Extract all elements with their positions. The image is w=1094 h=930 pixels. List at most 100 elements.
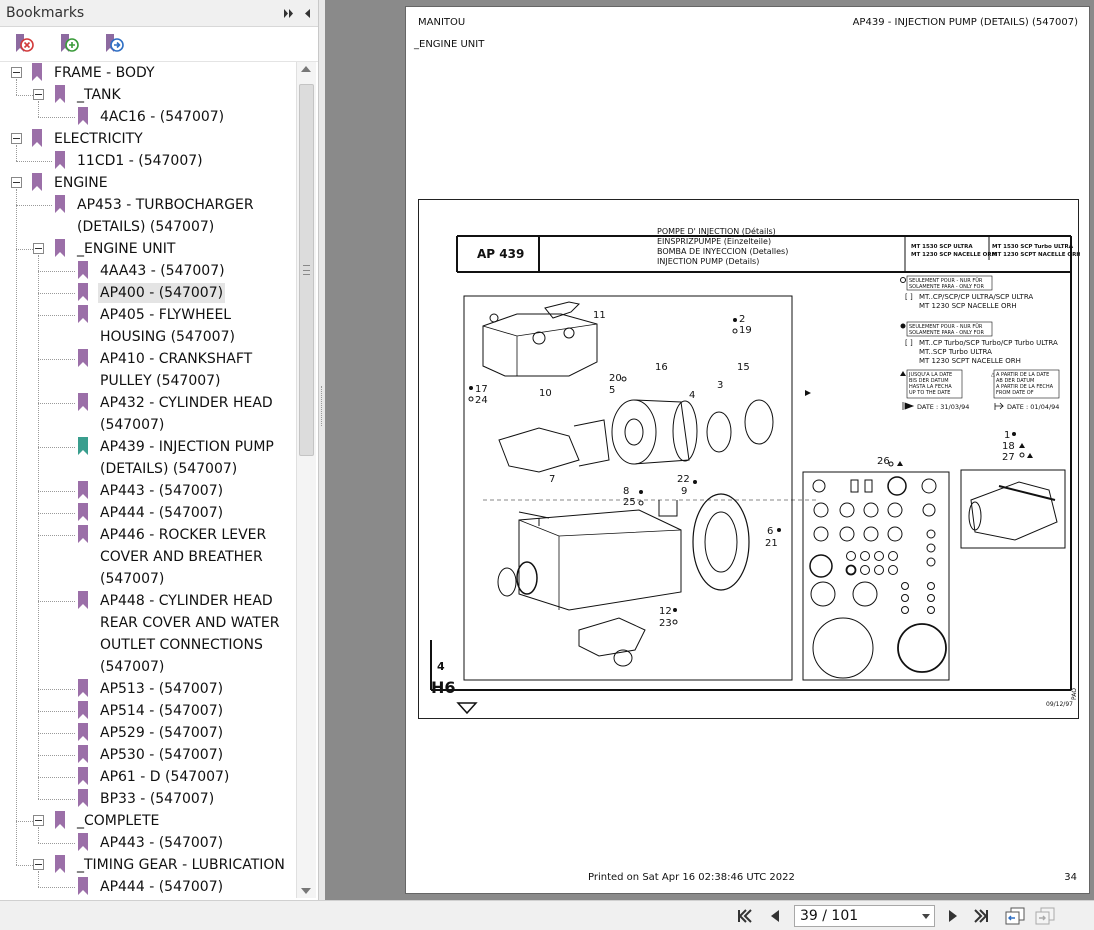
- bookmark-folder[interactable]: _TIMING GEAR - LUBRICATION: [0, 854, 296, 876]
- bookmark-item[interactable]: AP432 - CYLINDER HEAD(547007): [0, 392, 296, 436]
- svg-text:A PARTIR DE LA DATE: A PARTIR DE LA DATE: [996, 372, 1049, 378]
- bookmark-item[interactable]: AP513 - (547007): [0, 678, 296, 700]
- collapse-toggle-icon[interactable]: [11, 67, 22, 78]
- add-bookmark-icon[interactable]: [57, 32, 81, 56]
- scroll-up-icon[interactable]: [301, 66, 311, 72]
- bookmark-item[interactable]: BP33 - (547007): [0, 788, 296, 810]
- last-page-icon[interactable]: [972, 908, 990, 924]
- bookmark-label: (DETAILS) (547007): [100, 461, 238, 477]
- chevron-down-icon[interactable]: [922, 914, 930, 919]
- bookmark-item[interactable]: 4AA43 - (547007): [0, 260, 296, 282]
- svg-text:JUSQU'A LA DATE: JUSQU'A LA DATE: [908, 372, 952, 378]
- bookmark-icon: [78, 833, 88, 851]
- bookmark-folder[interactable]: ELECTRICITY: [0, 128, 296, 150]
- bookmark-label: AP444 - (547007): [100, 505, 224, 521]
- bookmark-item[interactable]: 4AC16 - (547007): [0, 106, 296, 128]
- bookmark-item[interactable]: AP400 - (547007): [0, 282, 296, 304]
- svg-text:BOMBA DE INYECCION (Detalles): BOMBA DE INYECCION (Detalles): [657, 247, 788, 256]
- bookmark-label: OUTLET CONNECTIONS: [100, 637, 263, 653]
- bookmark-icon: [55, 151, 65, 169]
- bookmark-icon: [78, 525, 88, 543]
- callout-number: 15: [737, 362, 750, 373]
- print-date: 09/12/97: [1046, 701, 1073, 708]
- bookmark-folder[interactable]: FRAME - BODY: [0, 62, 296, 84]
- bookmark-label: AP529 - (547007): [100, 725, 224, 741]
- collapse-toggle-icon[interactable]: [33, 815, 44, 826]
- bookmark-label: AP439 - INJECTION PUMP: [100, 439, 274, 455]
- collapse-toggle-icon[interactable]: [33, 243, 44, 254]
- bookmark-folder[interactable]: ENGINE: [0, 172, 296, 194]
- tree-connector: [38, 827, 39, 843]
- bookmark-folder[interactable]: _COMPLETE: [0, 810, 296, 832]
- tree-connector: [38, 447, 75, 448]
- bookmark-icon: [78, 723, 88, 741]
- bookmark-item[interactable]: AP444 - (547007): [0, 502, 296, 524]
- previous-view-icon[interactable]: [1004, 906, 1026, 926]
- bookmark-item[interactable]: AP514 - (547007): [0, 700, 296, 722]
- bookmark-item[interactable]: 11CD1 - (547007): [0, 150, 296, 172]
- bookmark-item[interactable]: AP453 - TURBOCHARGER(DETAILS) (547007): [0, 194, 296, 238]
- document-viewer[interactable]: MANITOU AP439 - INJECTION PUMP (DETAILS)…: [325, 0, 1094, 900]
- grip-icon: [303, 265, 310, 275]
- parts-drawing: AP 439 POMPE D' INJECTION (Détails) EINS…: [418, 199, 1080, 719]
- bookmark-item[interactable]: AP439 - INJECTION PUMP (DETAILS) (547007): [0, 436, 296, 480]
- svg-text:INJECTION PUMP (Details): INJECTION PUMP (Details): [657, 257, 759, 266]
- footer-printed: Printed on Sat Apr 16 02:38:46 UTC 2022: [588, 872, 795, 883]
- svg-text:AP 439: AP 439: [477, 247, 524, 261]
- bookmark-item[interactable]: AP443 - (547007): [0, 480, 296, 502]
- bookmark-label: AP514 - (547007): [100, 703, 224, 719]
- callout-number: 9: [681, 486, 687, 497]
- svg-text:SEULEMENT POUR - NUR FÜR: SEULEMENT POUR - NUR FÜR: [909, 323, 983, 330]
- bookmark-item[interactable]: AP444 - (547007): [0, 876, 296, 898]
- tree-connector: [38, 871, 39, 887]
- bookmark-item[interactable]: AP61 - D (547007): [0, 766, 296, 788]
- collapse-toggle-icon[interactable]: [11, 133, 22, 144]
- svg-text:POMPE D' INJECTION (Détails): POMPE D' INJECTION (Détails): [657, 226, 776, 236]
- bookmark-folder[interactable]: _ENGINE UNIT: [0, 238, 296, 260]
- bookmark-label: _TIMING GEAR - LUBRICATION: [77, 857, 285, 873]
- collapse-panel-icon[interactable]: [300, 7, 314, 20]
- next-page-icon[interactable]: [944, 908, 962, 924]
- panel-splitter[interactable]: [319, 0, 325, 900]
- bookmark-icon: [78, 349, 88, 367]
- bookmark-item[interactable]: AP530 - (547007): [0, 744, 296, 766]
- svg-text:MT..CP Turbo/SCP Turbo/CP Turb: MT..CP Turbo/SCP Turbo/CP Turbo ULTRA: [919, 339, 1058, 347]
- scroll-thumb[interactable]: [299, 84, 314, 456]
- callout-number: 2: [739, 314, 745, 325]
- go-to-bookmark-icon[interactable]: [102, 32, 126, 56]
- bookmark-item[interactable]: AP529 - (547007): [0, 722, 296, 744]
- bookmark-scrollbar[interactable]: [296, 62, 316, 898]
- first-page-icon[interactable]: [736, 908, 754, 924]
- bookmark-icon: [55, 85, 65, 103]
- expand-panel-icon[interactable]: [282, 7, 296, 20]
- bookmarks-toolbar: [0, 28, 318, 62]
- tree-connector: [38, 315, 75, 316]
- bookmark-label: BP33 - (547007): [100, 791, 215, 807]
- collapse-toggle-icon[interactable]: [11, 177, 22, 188]
- bookmark-label: AP530 - (547007): [100, 747, 224, 763]
- callout-number: 10: [539, 388, 552, 399]
- tree-connector: [38, 513, 75, 514]
- collapse-toggle-icon[interactable]: [33, 89, 44, 100]
- delete-bookmark-icon[interactable]: [12, 32, 36, 56]
- collapse-toggle-icon[interactable]: [33, 859, 44, 870]
- bookmark-item[interactable]: AP443 - (547007): [0, 832, 296, 854]
- bookmark-folder[interactable]: _TANK: [0, 84, 296, 106]
- previous-page-icon[interactable]: [766, 908, 784, 924]
- tree-connector: [38, 535, 75, 536]
- bookmark-icon: [55, 811, 65, 829]
- tree-connector: [38, 491, 75, 492]
- next-view-icon[interactable]: [1034, 906, 1056, 926]
- callout-number: 4: [689, 390, 695, 401]
- bookmark-label: AP405 - FLYWHEEL: [100, 307, 232, 323]
- bookmark-label: AP61 - D (547007): [100, 769, 230, 785]
- tree-connector: [16, 249, 33, 250]
- bookmark-label: AP410 - CRANKSHAFT: [100, 351, 253, 367]
- callout-number: 25: [623, 497, 636, 508]
- scroll-down-icon[interactable]: [301, 888, 311, 894]
- page-selector[interactable]: 39 / 101: [794, 905, 935, 927]
